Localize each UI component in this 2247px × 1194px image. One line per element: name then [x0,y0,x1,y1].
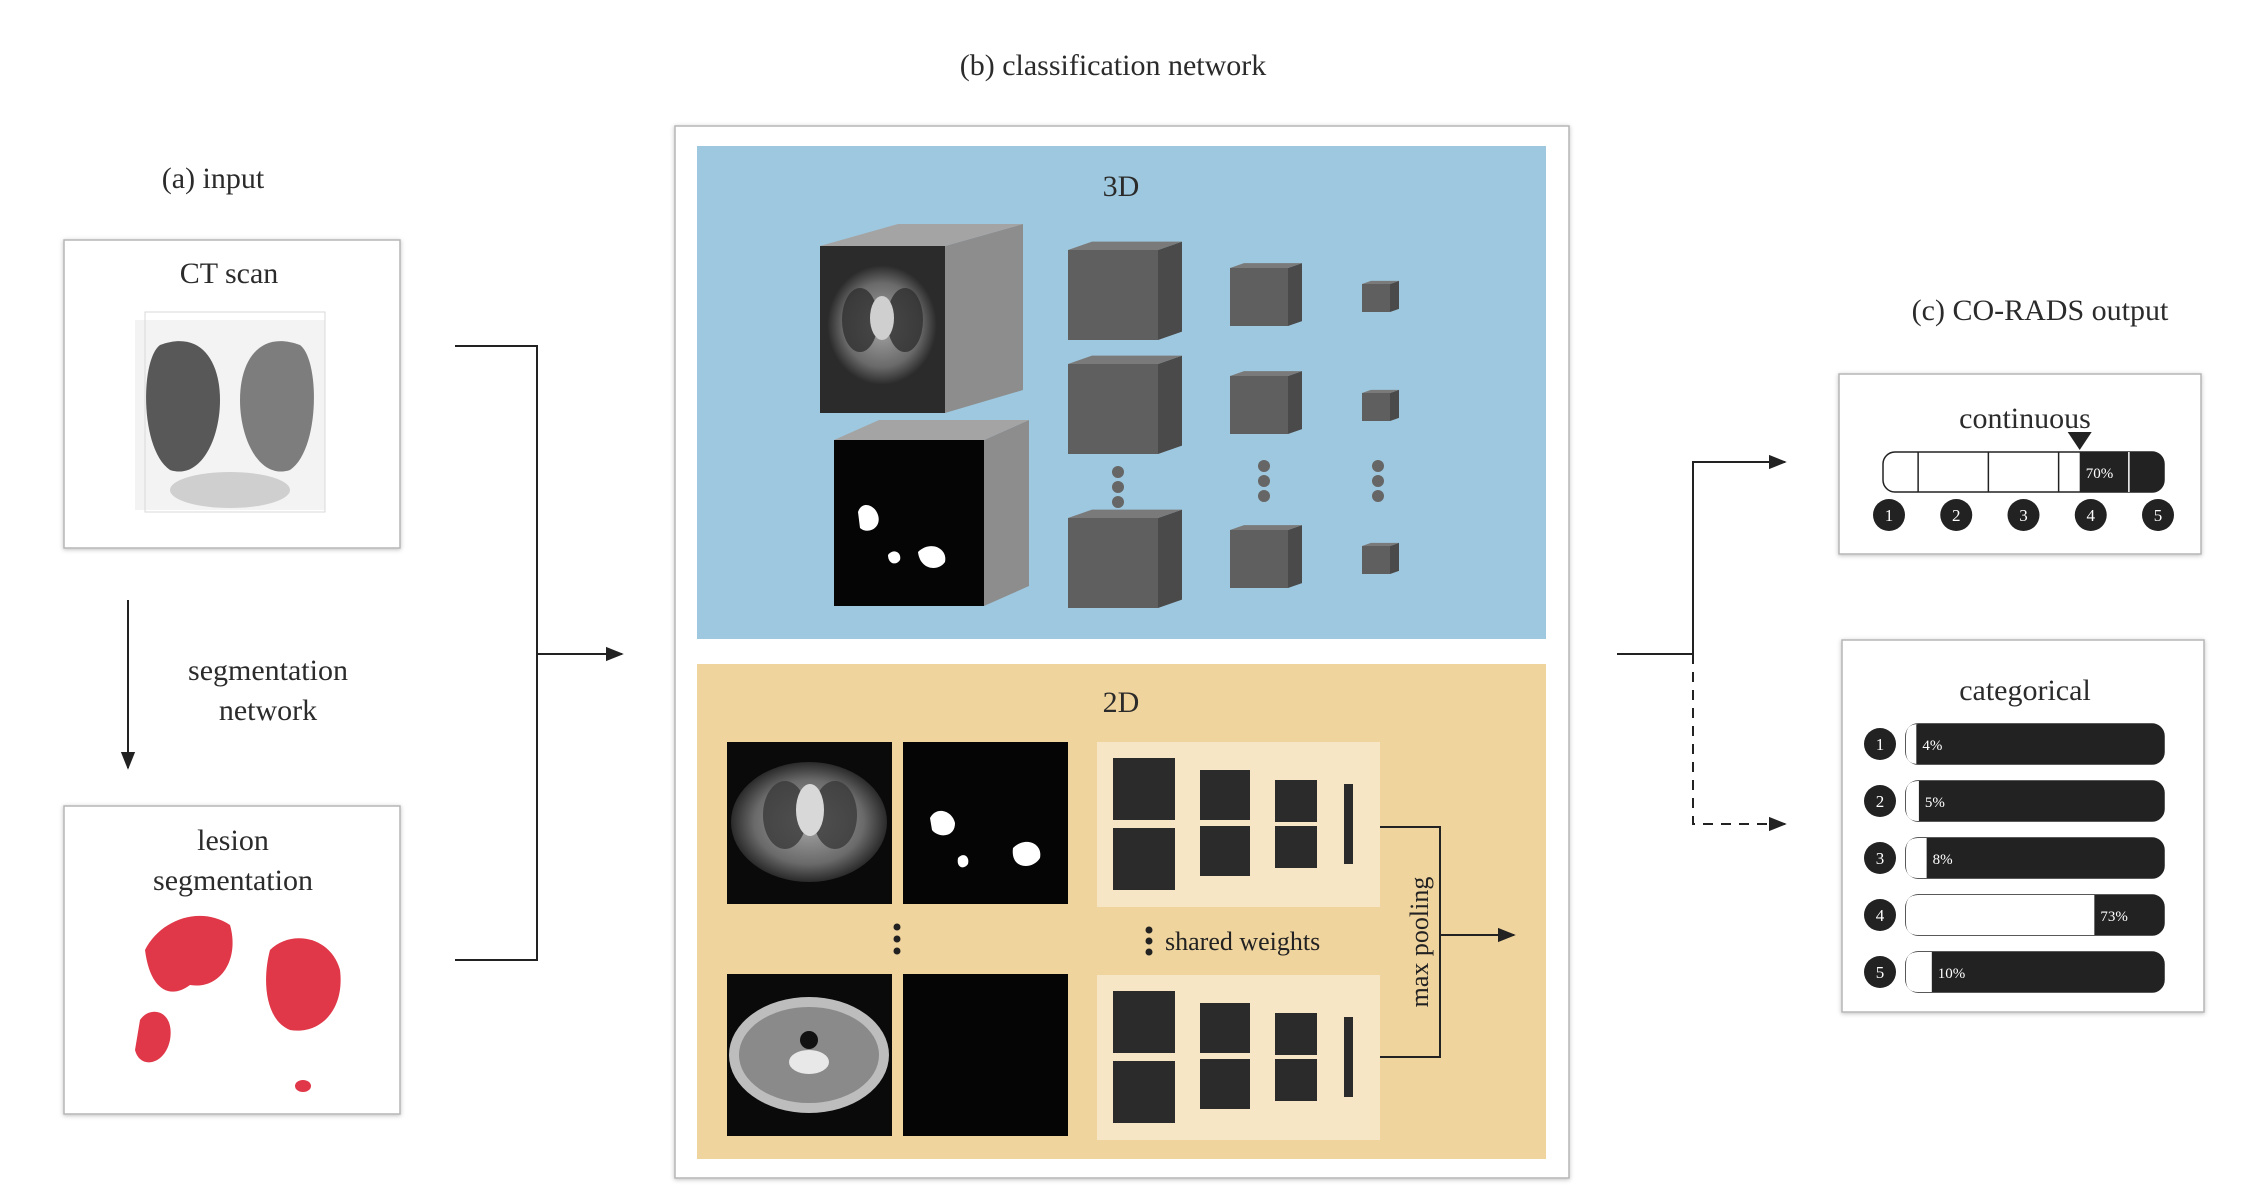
category-bar-fill [1906,838,1927,878]
cnn-2d-feature-map [1275,826,1317,868]
continuous-value: 70% [2086,466,2114,482]
mask-slice-1 [903,742,1068,904]
vertical-ellipsis-3d-col1 [1112,466,1124,508]
ct-volume-render [135,311,326,513]
category-bar-fill [1906,724,1918,764]
cnn-2d-feature-map [1200,770,1250,820]
continuous-fill [2079,452,2164,492]
lesion-box [63,805,401,1115]
cnn-2d-feature-map [1200,826,1250,876]
cnn-2d-branch-1 [1097,742,1380,907]
feature-cube-l3 [1362,280,1399,312]
feature-cube-l3 [1362,389,1399,421]
continuous-tick-label: 1 [1885,506,1894,525]
cnn-2d-feature-map [1200,1059,1250,1109]
category-percent: 4% [1922,738,1942,754]
vertical-ellipsis-shared [1145,926,1153,956]
cnn-2d-feature-map [1200,1003,1250,1053]
lesion-render [135,915,341,1092]
max-pooling-label: max pooling [1405,877,1434,1008]
category-percent: 5% [1925,795,1945,811]
vertical-ellipsis-2d-slices [893,923,901,955]
shared-weights-label: shared weights [1165,927,1320,956]
feature-cube-l2 [1230,263,1302,326]
cnn-2d-vector [1344,784,1353,864]
seg-network-label-2: network [219,694,317,727]
cnn-2d-feature-map [1275,1059,1317,1101]
category-badge [1864,899,1896,931]
seg-network-label-1: segmentation [188,654,348,687]
continuous-tick-label: 2 [1952,506,1961,525]
continuous-tick-badge [2007,499,2040,531]
ct-scan-label: CT scan [180,257,279,290]
category-bar-fill [1906,781,1919,821]
categorical-label: categorical [1959,674,2091,707]
continuous-label: continuous [1959,402,2091,435]
output-heading: (c) CO-RADS output [1912,294,2169,327]
cnn-2d-feature-map [1113,828,1175,890]
max-pooling-connector [1380,826,1516,1058]
continuous-tick-badge [1940,499,1973,531]
input-merge-connector [455,345,624,961]
feature-cube-l1 [1068,355,1182,454]
category-badge [1864,956,1896,988]
continuous-tick-badge [1873,499,1905,531]
category-number: 5 [1876,963,1885,982]
output-connector [1617,454,1787,832]
cnn-2d-feature-map [1275,1013,1317,1055]
category-number: 4 [1876,906,1885,925]
category-bar-fill [1906,895,2095,935]
ct-input-cube [820,224,1023,413]
network-heading: (b) classification network [960,49,1267,82]
ct-slice-2 [727,974,892,1136]
categorical-box [1841,639,2205,1013]
feature-cube-l1 [1068,509,1182,608]
category-badge [1864,842,1896,874]
category-badge [1864,728,1896,760]
cnn-2d-vector [1344,1017,1353,1097]
lesion-label-1: lesion [197,824,269,857]
cnn-2d-feature-map [1113,991,1175,1053]
cnn-2d-branch-2 [1097,975,1380,1140]
input-heading: (a) input [162,162,265,195]
continuous-tick-badge [2074,499,2107,531]
continuous-marker-icon [2067,432,2092,450]
ct-slice-1 [727,742,892,904]
continuous-tick-label: 4 [2087,506,2096,525]
category-number: 2 [1876,792,1885,811]
category-number: 3 [1876,849,1885,868]
category-bar-fill [1906,952,1932,992]
vertical-ellipsis-3d-col2 [1258,460,1270,502]
category-percent: 10% [1938,966,1966,982]
feature-cube-l1 [1068,241,1182,340]
mask-input-cube [834,420,1029,606]
cnn-2d-feature-map [1113,758,1175,820]
continuous-tick-label: 5 [2154,506,2163,525]
feature-cube-l2 [1230,525,1302,588]
cnn-2d-feature-map [1113,1061,1175,1123]
vertical-ellipsis-3d-col3 [1372,460,1384,502]
feature-map-cubes [1068,241,1399,608]
cnn-2d-feature-map [1275,780,1317,822]
continuous-tick-badge [2142,499,2174,531]
panel-2d-label: 2D [1103,686,1140,719]
continuous-tick-label: 3 [2019,506,2028,525]
category-badge [1864,785,1896,817]
category-number: 1 [1876,735,1885,754]
category-percent: 8% [1933,852,1953,868]
feature-cube-l3 [1362,542,1399,574]
categorical-bars: 1 4% 2 5% 3 8% 4 73% 5 10% [1864,723,2165,993]
feature-cube-l2 [1230,371,1302,434]
lesion-label-2: segmentation [153,864,313,897]
mask-slice-2 [903,974,1068,1136]
continuous-score-bar: 70% 1 2 3 4 5 [1873,432,2174,531]
category-percent: 73% [2100,909,2128,925]
category-bar-track [1905,723,2165,765]
panel-3d-label: 3D [1103,170,1140,203]
